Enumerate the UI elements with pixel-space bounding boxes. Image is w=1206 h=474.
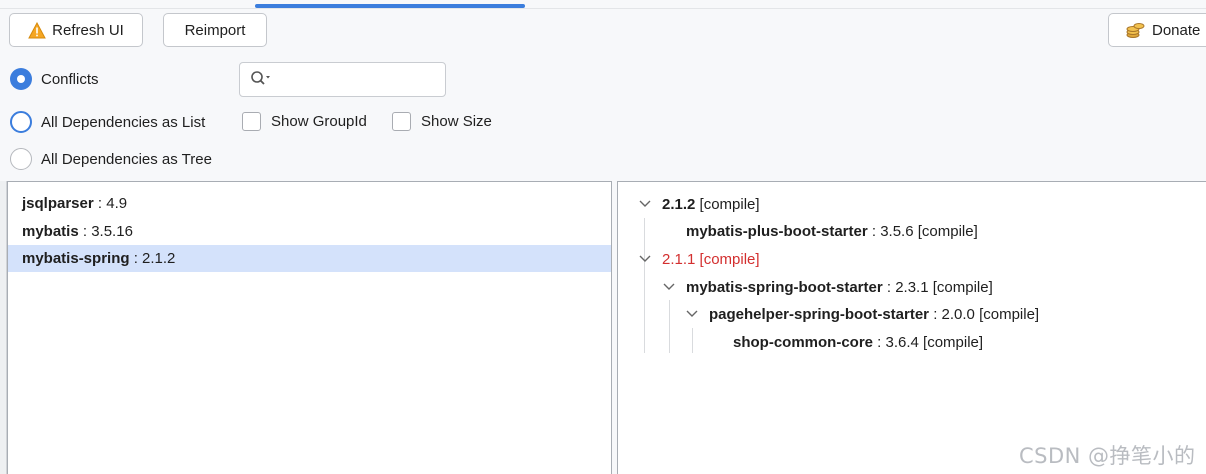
- tree-node-name: pagehelper-spring-boot-starter: [709, 305, 930, 323]
- left-gutter: [0, 181, 7, 474]
- chevron-down-icon[interactable]: [662, 283, 676, 291]
- tree-node-detail: : 2.3.1 [compile]: [882, 278, 993, 296]
- active-tab-indicator: [255, 4, 525, 8]
- radio-conflicts-label: Conflicts: [41, 70, 99, 88]
- tree-node-name: mybatis-spring-boot-starter: [686, 278, 883, 296]
- tree-node-conflict-version[interactable]: 2.1.1 [compile]: [638, 246, 760, 272]
- artifact-version: : 4.9: [93, 195, 128, 212]
- list-item[interactable]: jsqlparser : 4.9: [8, 190, 611, 217]
- toolbar-divider: [0, 8, 1206, 9]
- coins-icon: [1126, 21, 1146, 39]
- tree-guide-line: [669, 300, 670, 353]
- refresh-ui-label: Refresh UI: [52, 21, 124, 39]
- radio-list-indicator: [10, 111, 32, 133]
- list-item[interactable]: mybatis : 3.5.16: [8, 218, 611, 245]
- tree-node-detail: : 3.5.6 [compile]: [867, 222, 978, 240]
- radio-conflicts-indicator: [10, 68, 32, 90]
- search-field[interactable]: [239, 62, 459, 97]
- tree-node[interactable]: shop-common-core : 3.6.4 [compile]: [733, 329, 983, 355]
- tree-node-name: mybatis-plus-boot-starter: [686, 222, 868, 240]
- radio-all-dependencies-tree[interactable]: All Dependencies as Tree: [10, 148, 212, 170]
- radio-tree-label: All Dependencies as Tree: [41, 150, 212, 168]
- conflict-list-panel[interactable]: jsqlparser : 4.9 mybatis : 3.5.16 mybati…: [7, 181, 612, 474]
- tree-guide-line: [692, 328, 693, 353]
- reimport-button[interactable]: Reimport: [163, 13, 267, 47]
- chevron-down-icon[interactable]: [638, 255, 652, 263]
- chevron-down-icon[interactable]: [638, 200, 652, 208]
- artifact-version: : 3.5.16: [78, 223, 133, 240]
- radio-tree-indicator: [10, 148, 32, 170]
- dependency-tree-panel[interactable]: 2.1.2 [compile] mybatis-plus-boot-starte…: [617, 181, 1206, 474]
- tree-guide-line: [644, 218, 645, 353]
- show-size-checkbox[interactable]: Show Size: [392, 112, 492, 131]
- artifact-version: : 2.1.2: [129, 250, 176, 267]
- show-groupid-label: Show GroupId: [271, 113, 367, 130]
- refresh-ui-button[interactable]: Refresh UI: [9, 13, 143, 47]
- show-groupid-checkbox[interactable]: Show GroupId: [242, 112, 367, 131]
- show-size-box: [392, 112, 411, 131]
- tree-node-name: shop-common-core: [733, 333, 874, 351]
- tree-node[interactable]: pagehelper-spring-boot-starter : 2.0.0 […: [685, 301, 1039, 327]
- tree-node-scope: [compile]: [695, 195, 760, 213]
- donate-label: Donate: [1152, 21, 1201, 39]
- donate-button[interactable]: Donate: [1108, 13, 1206, 47]
- tree-node-detail: : 3.6.4 [compile]: [873, 333, 984, 351]
- show-groupid-box: [242, 112, 261, 131]
- search-input[interactable]: [278, 71, 459, 88]
- tree-node[interactable]: mybatis-spring-boot-starter : 2.3.1 [com…: [662, 274, 993, 300]
- tree-node-conflict-label: 2.1.1 [compile]: [662, 250, 760, 268]
- radio-conflicts[interactable]: Conflicts: [10, 68, 99, 90]
- warning-icon: [28, 21, 46, 39]
- list-item-selected[interactable]: mybatis-spring : 2.1.2: [8, 245, 611, 272]
- tree-node-version[interactable]: 2.1.2 [compile]: [638, 191, 760, 217]
- artifact-name: mybatis: [22, 223, 79, 240]
- reimport-label: Reimport: [184, 21, 246, 39]
- tree-node-detail: : 2.0.0 [compile]: [929, 305, 1040, 323]
- artifact-name: jsqlparser: [22, 195, 94, 212]
- watermark: CSDN @挣笔小的: [1019, 444, 1196, 468]
- radio-all-dependencies-list[interactable]: All Dependencies as List: [10, 111, 205, 133]
- tree-node[interactable]: mybatis-plus-boot-starter : 3.5.6 [compi…: [686, 218, 978, 244]
- search-icon: [250, 70, 272, 90]
- artifact-name: mybatis-spring: [22, 250, 130, 267]
- tree-node-name: 2.1.2: [662, 195, 696, 213]
- chevron-down-icon[interactable]: [685, 310, 699, 318]
- show-size-label: Show Size: [421, 113, 492, 130]
- radio-list-label: All Dependencies as List: [41, 113, 206, 131]
